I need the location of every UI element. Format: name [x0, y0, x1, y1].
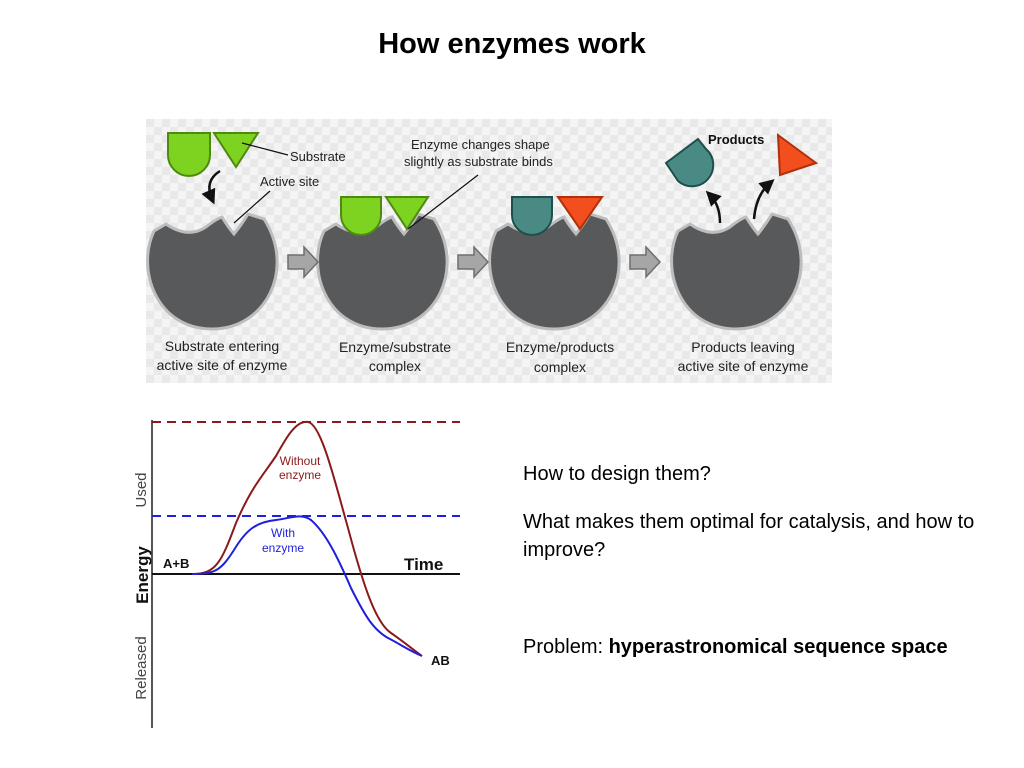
- active-site-pointer: [233, 190, 271, 224]
- label-enzyme-change-1: Enzyme changes shape: [411, 137, 550, 152]
- label-with-enzyme-1: With: [271, 526, 295, 540]
- bound-substrate-triangle: [384, 196, 430, 231]
- bound-product-triangle: [556, 196, 604, 231]
- leaving-product-half-circle: [664, 137, 715, 188]
- label-substrate: Substrate: [290, 149, 346, 164]
- substrate-pointer: [241, 142, 289, 156]
- label-products: Products: [708, 132, 764, 147]
- label-enzyme-change-2: slightly as substrate binds: [404, 154, 553, 169]
- label-time: Time: [404, 555, 443, 574]
- step-2-caption-line1: Enzyme/substrate: [339, 339, 451, 355]
- substrate-entry-arrow: [201, 169, 221, 205]
- label-start-state: A+B: [163, 556, 189, 571]
- energy-profile-chart: Without enzyme With enzyme A+B Time AB U…: [133, 420, 460, 728]
- label-energy: Energy: [133, 546, 152, 604]
- with-enzyme-curve: [191, 515, 423, 657]
- process-arrow-2: [457, 245, 490, 279]
- label-without-enzyme-1: Without: [280, 454, 321, 468]
- enzyme-1: [146, 212, 279, 331]
- problem-emphasis: hyperastronomical sequence space: [608, 636, 948, 658]
- step-4-caption-line1: Products leaving: [691, 339, 795, 355]
- problem-prefix: Problem:: [523, 636, 609, 658]
- process-arrow-1: [287, 245, 320, 279]
- process-arrow-3: [629, 245, 662, 279]
- leaving-product-triangle: [776, 132, 819, 177]
- bound-substrate-half-circle: [340, 196, 382, 236]
- substrate-triangle: [212, 132, 260, 169]
- enzyme-4: [670, 212, 803, 331]
- label-without-enzyme-2: enzyme: [279, 468, 321, 482]
- step-3-caption-line2: complex: [534, 359, 586, 375]
- enzyme-mechanism-diagram: Substrate Active site Enzyme changes sha…: [146, 119, 832, 383]
- label-with-enzyme-2: enzyme: [262, 541, 304, 555]
- label-used: Used: [133, 472, 150, 507]
- problem-statement: Problem: hyperastronomical sequence spac…: [523, 633, 1003, 661]
- label-active-site: Active site: [260, 174, 319, 189]
- bound-product-half-circle: [511, 196, 553, 236]
- enzyme-3: [488, 212, 621, 331]
- product-exit-arrow-left: [705, 190, 722, 224]
- substrate-half-circle: [167, 132, 211, 177]
- question-design: How to design them?: [523, 463, 711, 485]
- shape-change-pointer: [407, 174, 479, 230]
- page-title: How enzymes work: [378, 28, 646, 60]
- step-3-caption-line1: Enzyme/products: [506, 339, 614, 355]
- question-optimal: What makes them optimal for catalysis, a…: [523, 511, 975, 561]
- step-1-caption-line2: active site of enzyme: [157, 357, 288, 373]
- step-1-caption-line1: Substrate entering: [165, 338, 279, 354]
- label-released: Released: [133, 636, 150, 699]
- label-end-state: AB: [431, 653, 450, 668]
- without-enzyme-curve: [191, 420, 423, 657]
- enzyme-2: [316, 212, 449, 331]
- product-exit-arrow-right: [752, 179, 775, 220]
- step-2-caption-line2: complex: [369, 358, 421, 374]
- step-4-caption-line2: active site of enzyme: [678, 358, 809, 374]
